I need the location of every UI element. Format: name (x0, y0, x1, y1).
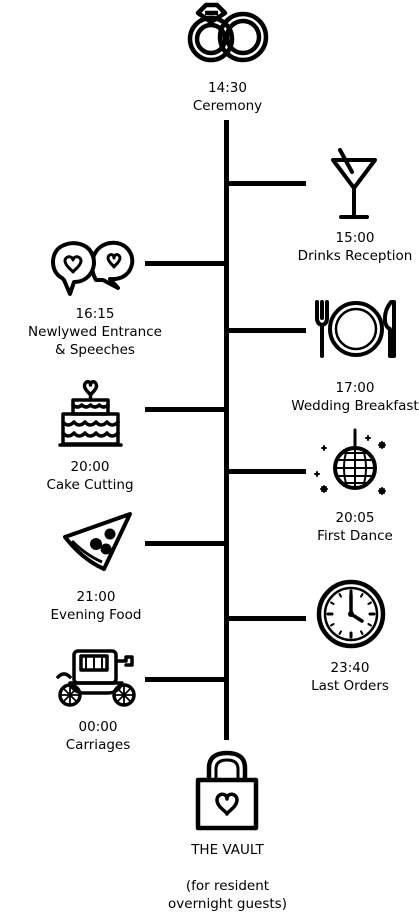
event-time: 21:00 (76, 589, 116, 605)
event-label: Wedding Breakfast (291, 398, 419, 414)
branch-connector (145, 407, 224, 412)
branch-connector (229, 328, 306, 333)
branch-connector (229, 469, 306, 474)
event-time: 15:00 (335, 230, 375, 246)
event-time: 17:00 (335, 380, 375, 396)
heart-padlock-icon (195, 750, 259, 831)
wedding-cake-icon (58, 380, 123, 447)
clock-icon (316, 579, 386, 649)
wedding-rings-icon (187, 2, 269, 63)
event-label: Last Orders (311, 678, 389, 694)
heart-speech-bubbles-icon (51, 240, 135, 296)
event-label: First Dance (317, 528, 393, 544)
branch-connector (145, 261, 224, 266)
event-time: 23:40 (330, 660, 370, 676)
branch-connector (145, 541, 224, 546)
disco-ball-icon (314, 428, 386, 495)
event-time: 16:15 (75, 306, 115, 322)
event-label: Carriages (65, 737, 131, 753)
branch-connector (229, 181, 306, 186)
event-label: Drinks Reception (297, 248, 413, 264)
event-label: Cake Cutting (46, 477, 134, 493)
vault-title: THE VAULT (191, 842, 264, 858)
timeline-axis (224, 120, 229, 740)
event-time: 20:05 (335, 510, 375, 526)
branch-connector (145, 677, 224, 682)
event-label: Newlywed Entrance (28, 324, 162, 340)
event-label: Evening Food (50, 607, 142, 623)
cocktail-glass-icon (331, 148, 377, 219)
event-time: 20:00 (70, 459, 110, 475)
branch-connector (229, 616, 306, 621)
event-time: 14:30 (208, 80, 247, 96)
event-label: Ceremony (192, 98, 263, 114)
vault-note-line2: overnight guests) (168, 896, 287, 912)
vault-note-line1: (for resident (185, 878, 270, 894)
event-time: 00:00 (78, 719, 118, 735)
plate-cutlery-icon (315, 300, 396, 358)
event-label-line2: & Speeches (55, 342, 135, 358)
carriage-icon (56, 649, 136, 707)
pizza-slice-icon (63, 512, 132, 571)
